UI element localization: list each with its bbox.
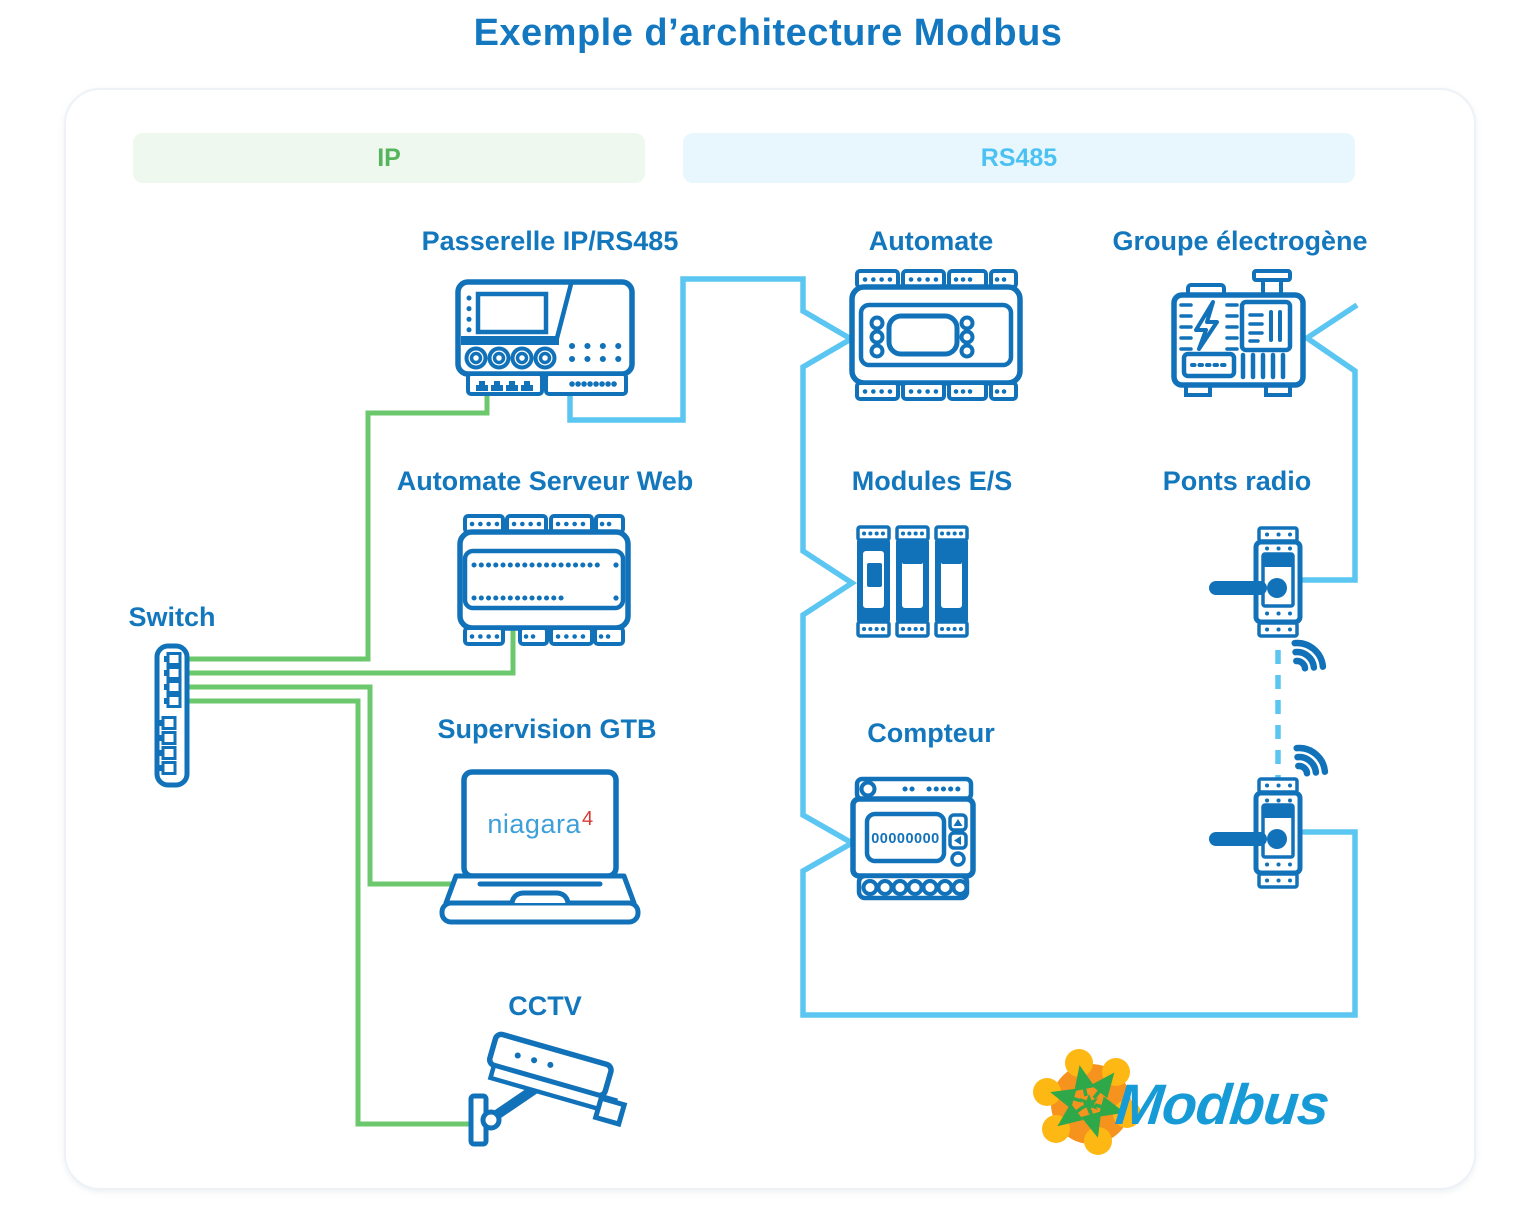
automate-icon: [849, 269, 1023, 401]
diagram-card: [64, 88, 1476, 1190]
cable-switch-serveur-web: [187, 630, 516, 676]
label-supervision-gtb: Supervision GTB: [437, 714, 657, 744]
cable-switch-passerelle: [187, 394, 490, 662]
label-modules-es: Modules E/S: [851, 466, 1013, 496]
generator-icon: [1171, 269, 1306, 397]
label-ponts-radio: Ponts radio: [1162, 466, 1312, 496]
compteur-icon: 00000000: [850, 776, 976, 901]
modules-es-icon: [856, 525, 969, 638]
label-cctv: CCTV: [508, 991, 582, 1021]
switch-icon: [154, 643, 190, 788]
niagara-version: 4: [581, 808, 594, 830]
modbus-wordmark: Modbus: [1112, 1073, 1332, 1137]
passerelle-icon: [455, 279, 635, 396]
wifi-icon: [1291, 639, 1327, 672]
laptop-icon: [439, 769, 641, 925]
zone-banner-rs485: RS485: [683, 133, 1355, 183]
niagara-brand-text: niagara: [487, 809, 581, 839]
rs485-branch-generator-radio: [1302, 302, 1359, 583]
compteur-display: 00000000: [871, 831, 940, 847]
wifi-icon: [1293, 744, 1329, 777]
label-passerelle: Passerelle IP/RS485: [421, 226, 679, 256]
label-compteur: Compteur: [867, 718, 995, 748]
page-title: Exemple d’architecture Modbus: [473, 12, 1063, 54]
radio-bridge-1-icon: [1209, 526, 1327, 672]
label-groupe-electrogene: Groupe électrogène: [1112, 226, 1368, 256]
label-automate-serveur-web: Automate Serveur Web: [396, 466, 694, 496]
zone-banner-ip: IP: [133, 133, 645, 183]
niagara-brand: niagara4: [460, 806, 620, 840]
modbus-logo-icon: [1033, 1049, 1141, 1155]
cctv-camera-icon: [468, 1031, 628, 1147]
radio-bridge-2-icon: [1209, 744, 1329, 889]
cable-switch-supervision: [187, 684, 452, 887]
cable-switch-cctv: [187, 698, 473, 1127]
rs485-trunk: [567, 276, 1358, 1018]
rs485-bus-lines: [567, 276, 1359, 1018]
label-switch: Switch: [128, 602, 216, 632]
label-automate: Automate: [868, 226, 994, 256]
ip-network-lines: [187, 394, 516, 1127]
serveur-web-icon: [457, 514, 631, 646]
